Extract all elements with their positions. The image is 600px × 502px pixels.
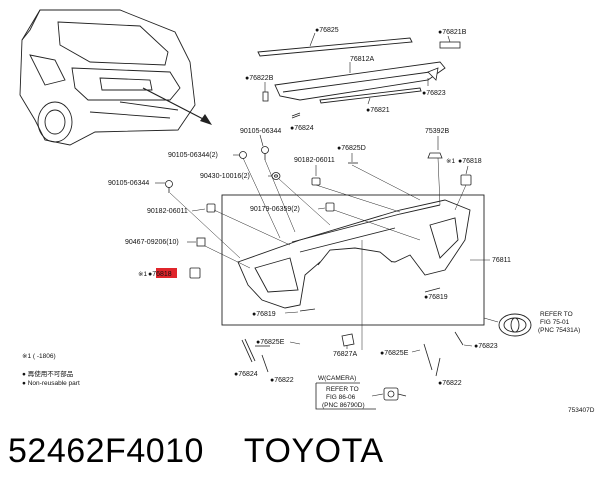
part-76819-left [299,308,316,312]
legend-line3: ● Non-reusable part [22,380,80,387]
callout-76818-right[interactable]: ●76818 [458,158,482,165]
part-76825E-right [423,343,433,371]
part-76825-strip [257,37,413,57]
part-76821-strip [319,87,422,104]
callout-76812A[interactable]: 76812A [350,56,374,63]
callout-76824-bottom[interactable]: ●76824 [234,371,258,378]
callout-76822B[interactable]: ●76822B [245,75,274,82]
brand-name: TOYOTA [243,432,384,470]
car-illustration [19,9,196,146]
diagram-code: 753407D [568,407,595,414]
part-76822-left [261,354,269,373]
highlight-76818-left [156,268,177,278]
camera-ref-box [315,382,376,410]
callout-90179-06359[interactable]: 90179-06359(2) [250,206,300,213]
nut-90182-a [311,177,321,186]
part-76822-right [435,357,441,377]
callout-90467-09206[interactable]: 90467-09206(10) [125,239,179,246]
callout-76821[interactable]: ●76821 [366,107,390,114]
callout-76819-right[interactable]: ●76819 [424,294,448,301]
part-76827A [341,333,355,347]
part-75392B [427,152,443,159]
ref-75-line2[interactable]: FIG 75-01 [540,319,570,326]
washer-90430 [271,172,281,180]
bolt-90105-a [261,146,269,160]
callout-76811[interactable]: 76811 [492,257,511,264]
ref-75-line3[interactable]: (PNC 75431A) [538,327,580,334]
legend-line1: ※1 ( -1806) [22,353,56,360]
note-mark-right: ※1 [446,158,455,165]
part-76822B-fastener [262,91,269,102]
ref-86-line2[interactable]: FIG 86-06 [326,394,356,401]
callout-90105-06344-b[interactable]: 90105-06344 [108,180,149,187]
callout-76819-left[interactable]: ●76819 [252,311,276,318]
ref-86-line3[interactable]: (PNC 86790D) [322,402,365,409]
callout-76822-left[interactable]: ●76822 [270,377,294,384]
legend-line2: ● 再使用不可部品 [22,369,73,378]
clip-90467 [196,237,206,247]
footer: 52462F4010 TOYOTA [8,432,384,471]
bolt-90105-2 [239,151,247,159]
note-mark-left: ※1 [138,271,147,278]
part-76823-top [427,67,439,81]
bolt-90105-b [165,180,173,193]
part-76823-bottom [454,331,464,346]
part-76819-right [424,287,441,293]
emblem-part [498,313,532,337]
callout-76825E-left[interactable]: ●76825E [256,339,285,346]
callout-76825[interactable]: ●76825 [315,27,339,34]
callout-76823-bottom[interactable]: ●76823 [474,343,498,350]
camera-part [383,387,407,401]
callout-76824-top[interactable]: ●76824 [290,125,314,132]
callout-76825E-right[interactable]: ●76825E [380,350,409,357]
callout-90105-06344-a[interactable]: 90105-06344 [240,128,281,135]
callout-76827A[interactable]: 76827A [333,351,357,358]
ref-86-line1[interactable]: REFER TO [326,386,359,393]
part-number: 52462F4010 [8,432,204,470]
car-pointer-arrow [142,87,212,125]
callout-90182-06011-a[interactable]: 90182-06011 [294,157,335,164]
callout-76822-right[interactable]: ●76822 [438,380,462,387]
part-76811-garnish [237,199,471,309]
ref-75-line1[interactable]: REFER TO [540,311,573,318]
callout-76825D[interactable]: ●76825D [337,145,366,152]
nut-90182-b [206,203,216,213]
part-76821B-clip [439,41,461,49]
part-76824-top [291,112,301,119]
camera-label: W(CAMERA) [318,375,356,382]
callout-90105-06344-2[interactable]: 90105-06344(2) [168,152,218,159]
part-76824-bottom [241,338,256,363]
nut-90179 [325,202,335,212]
callout-76821B[interactable]: ●76821B [438,29,467,36]
callout-76818-left[interactable]: ●76818 [148,271,172,278]
callout-76823-top[interactable]: ●76823 [422,90,446,97]
callout-90182-06011-b[interactable]: 90182-06011 [147,208,188,215]
part-76812A-spoiler [274,61,446,101]
callout-75392B[interactable]: 75392B [425,128,449,135]
callout-90430-10016[interactable]: 90430-10016(2) [200,173,250,180]
leader-lines [169,157,467,350]
part-76818-left [189,267,201,279]
part-76818-right [460,174,472,186]
